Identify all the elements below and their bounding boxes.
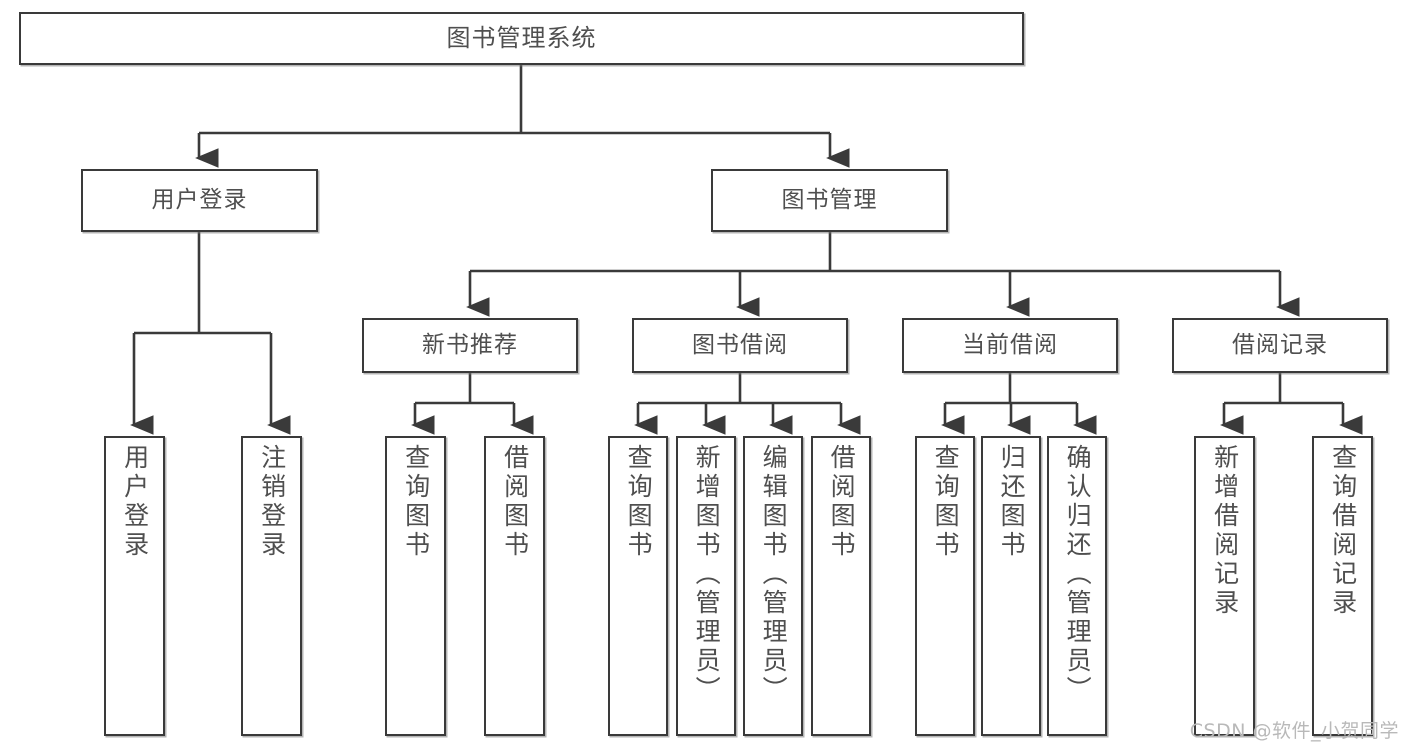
leaf-book-borrow-borrow-label: 借阅图书	[827, 444, 857, 560]
leaf-book-borrow-borrow[interactable]: 借阅图书	[811, 436, 871, 736]
leaf-book-borrow-edit-label: 编辑图书（管理员）	[759, 444, 789, 705]
leaf-current-borrow-query[interactable]: 查询图书	[915, 436, 975, 736]
leaf-book-borrow-add-label: 新增图书（管理员）	[692, 444, 722, 705]
leaf-book-borrow-query-label: 查询图书	[624, 444, 654, 560]
node-borrow-record-label: 借阅记录	[1232, 331, 1328, 358]
leaf-user-login-signin-label: 用户登录	[120, 444, 150, 560]
node-book-borrow-label: 图书借阅	[692, 331, 788, 358]
leaf-current-borrow-query-label: 查询图书	[931, 444, 961, 560]
leaf-current-borrow-return[interactable]: 归还图书	[981, 436, 1041, 736]
leaf-new-book-borrow-label: 借阅图书	[500, 444, 530, 560]
leaf-book-borrow-edit[interactable]: 编辑图书（管理员）	[743, 436, 803, 736]
leaf-user-login-signout[interactable]: 注销登录	[241, 436, 302, 736]
leaf-new-book-query-label: 查询图书	[401, 444, 431, 560]
leaf-current-borrow-confirm[interactable]: 确认归还（管理员）	[1047, 436, 1107, 736]
leaf-current-borrow-return-label: 归还图书	[997, 444, 1027, 560]
leaf-borrow-record-query[interactable]: 查询借阅记录	[1312, 436, 1373, 736]
node-book-management[interactable]: 图书管理	[711, 169, 948, 232]
leaf-new-book-borrow[interactable]: 借阅图书	[484, 436, 545, 736]
node-current-borrow[interactable]: 当前借阅	[902, 318, 1118, 373]
node-borrow-record[interactable]: 借阅记录	[1172, 318, 1388, 373]
leaf-borrow-record-add-label: 新增借阅记录	[1210, 444, 1240, 618]
leaf-borrow-record-query-label: 查询借阅记录	[1328, 444, 1358, 618]
leaf-user-login-signout-label: 注销登录	[257, 444, 287, 560]
leaf-borrow-record-add[interactable]: 新增借阅记录	[1194, 436, 1255, 736]
node-root-label: 图书管理系统	[446, 24, 597, 53]
leaf-current-borrow-confirm-label: 确认归还（管理员）	[1063, 444, 1093, 705]
node-root[interactable]: 图书管理系统	[19, 12, 1024, 65]
node-book-management-label: 图书管理	[781, 186, 878, 213]
node-book-borrow[interactable]: 图书借阅	[632, 318, 848, 373]
node-new-book-recommend-label: 新书推荐	[422, 331, 518, 358]
leaf-new-book-query[interactable]: 查询图书	[385, 436, 446, 736]
leaf-book-borrow-query[interactable]: 查询图书	[608, 436, 668, 736]
node-user-login[interactable]: 用户登录	[81, 169, 318, 232]
leaf-book-borrow-add[interactable]: 新增图书（管理员）	[676, 436, 736, 736]
node-new-book-recommend[interactable]: 新书推荐	[362, 318, 578, 373]
leaf-user-login-signin[interactable]: 用户登录	[104, 436, 165, 736]
node-user-login-label: 用户登录	[151, 186, 248, 213]
node-current-borrow-label: 当前借阅	[962, 331, 1058, 358]
